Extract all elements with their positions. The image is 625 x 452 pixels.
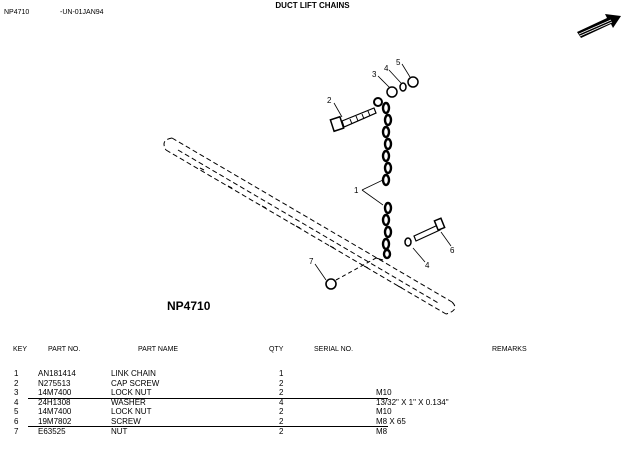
row-qty: 2	[279, 378, 284, 388]
callout-6: 6	[450, 246, 455, 255]
row-remarks: M8 X 65	[376, 417, 406, 426]
row-remarks: M10	[376, 407, 392, 417]
row-divider	[28, 397, 388, 399]
row-key: 6	[14, 417, 19, 426]
table-row: 2 N275513 CAP SCREW 2	[0, 379, 625, 389]
row-part-name: LOCK NUT	[111, 407, 152, 417]
row-part-name: CAP SCREW	[111, 378, 160, 388]
row-part-no: 14M7400	[38, 388, 72, 398]
callout-4-upper: 4	[384, 64, 389, 73]
lock-nut-upper	[386, 86, 398, 98]
doc-reference: -UN-01JAN94	[60, 9, 104, 16]
table-row: 7 E63525 NUT 2 M8	[0, 427, 625, 437]
row-remarks: 13/32" X 1" X 0.134"	[376, 397, 449, 407]
row-part-name: NUT	[111, 426, 128, 436]
row-divider	[28, 426, 388, 428]
link-chain	[381, 101, 393, 260]
callout-3: 3	[372, 70, 377, 79]
washer-lower	[404, 237, 412, 247]
table-row: 5 14M7400 LOCK NUT 2 M10	[0, 407, 625, 417]
row-key: 4	[14, 397, 19, 407]
callout-4-lower: 4	[425, 261, 430, 270]
table-row: 3 14M7400 LOCK NUT 2 M10	[0, 388, 625, 398]
column-header-part-no: PART NO.	[48, 346, 81, 353]
callout-5: 5	[396, 58, 401, 67]
row-key: 5	[14, 407, 19, 417]
row-qty: 1	[279, 369, 284, 378]
row-part-name: LOCK NUT	[111, 388, 152, 398]
row-remarks: M10	[376, 388, 392, 398]
leader-lines	[314, 63, 452, 281]
cap-screw	[329, 107, 377, 133]
row-key: 7	[14, 426, 19, 436]
table-row: 4 24H1308 WASHER 4 13/32" X 1" X 0.134"	[0, 398, 625, 408]
duct-bar-marks	[199, 167, 403, 289]
callout-1: 1	[354, 186, 359, 195]
parts-diagram: 1 2 3 4 5 4 6 7	[163, 58, 456, 315]
row-part-no: 24H1308	[38, 397, 71, 407]
nut-lower	[325, 278, 337, 290]
row-part-no: AN181414	[38, 369, 76, 378]
row-part-name: WASHER	[111, 397, 146, 407]
table-row: 1 AN181414 LINK CHAIN 1	[0, 369, 625, 379]
page-title: DUCT LIFT CHAINS	[275, 1, 350, 10]
column-header-part-name: PART NAME	[138, 346, 179, 353]
row-part-name: SCREW	[111, 417, 141, 426]
callout-2: 2	[327, 96, 332, 105]
row-part-no: 19M7802	[38, 417, 72, 426]
column-header-remarks: REMARKS	[492, 346, 527, 353]
row-part-name: LINK CHAIN	[111, 369, 156, 378]
row-key: 1	[14, 369, 19, 378]
row-qty: 2	[279, 407, 284, 417]
lock-nut-top	[407, 76, 419, 88]
direction-arrow-icon	[577, 14, 621, 38]
screw-lower	[413, 217, 446, 242]
row-key: 2	[14, 378, 19, 388]
row-remarks: M8	[376, 426, 388, 436]
row-part-no: 14M7400	[38, 407, 72, 417]
row-qty: 4	[279, 397, 284, 407]
row-qty: 2	[279, 417, 284, 426]
doc-code: NP4710	[4, 9, 30, 16]
column-header-key: KEY	[13, 346, 28, 353]
row-qty: 2	[279, 388, 284, 398]
callout-7: 7	[309, 257, 314, 266]
washer-upper	[399, 82, 407, 92]
figure-label: NP4710	[167, 299, 211, 313]
chain-top-ring	[373, 97, 383, 107]
row-part-no: E63525	[38, 426, 66, 436]
row-part-no: N275513	[38, 378, 71, 388]
table-row: 6 19M7802 SCREW 2 M8 X 65	[0, 417, 625, 427]
column-header-serial-no: SERIAL NO.	[314, 346, 354, 353]
duct-bar	[163, 137, 456, 315]
row-qty: 2	[279, 426, 284, 436]
column-header-qty: QTY	[269, 346, 284, 353]
row-key: 3	[14, 388, 19, 398]
